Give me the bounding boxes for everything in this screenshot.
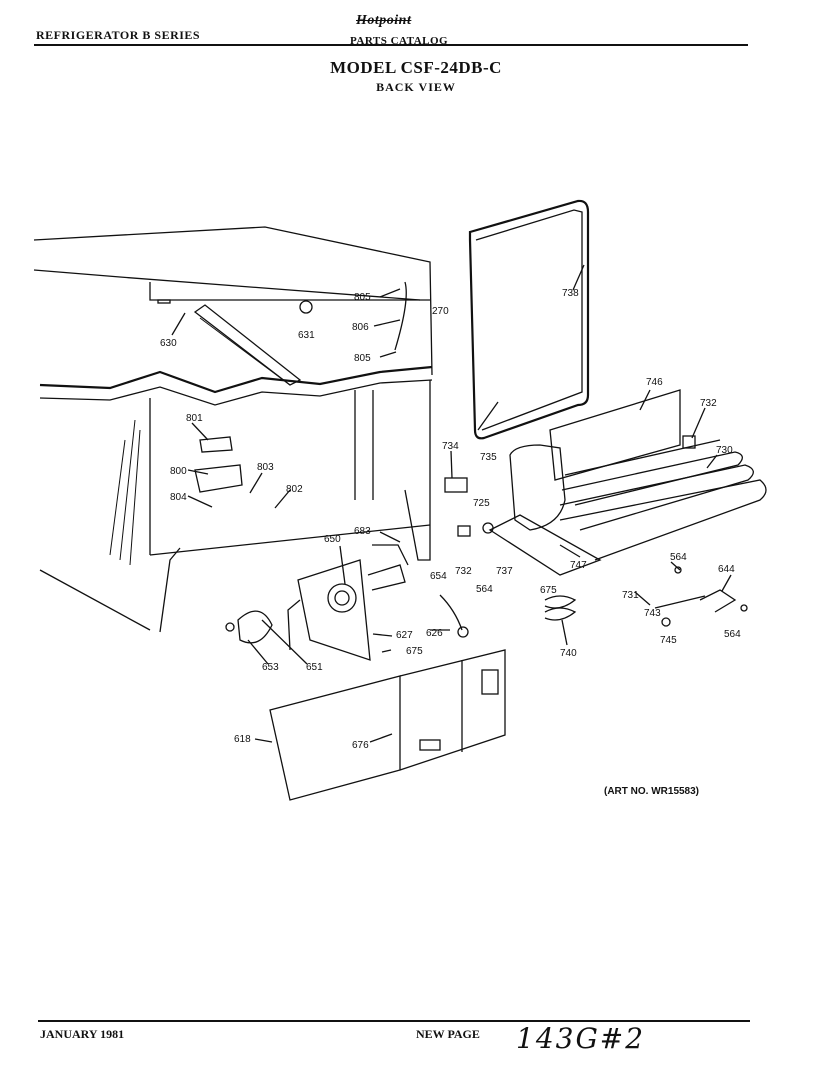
callout-650: 650 [324, 534, 341, 545]
callout-653: 653 [262, 662, 279, 673]
callout-804: 804 [170, 492, 187, 503]
callout-564-center: 564 [476, 584, 493, 595]
callout-654: 654 [430, 571, 447, 582]
callout-564-lower-right: 564 [724, 629, 741, 640]
art-number: (ART NO. WR15583) [604, 786, 700, 797]
callout-270: 270 [432, 306, 449, 317]
callout-801: 801 [186, 413, 203, 424]
leader-lines [171, 264, 732, 743]
callout-630: 630 [160, 338, 177, 349]
cabinet-drawing [33, 226, 433, 633]
header-rule [34, 44, 748, 46]
callout-805-lower: 805 [354, 353, 371, 364]
callout-627: 627 [396, 630, 413, 641]
handwritten-annotation: 143G#2 [516, 1022, 646, 1055]
small-parts-drawing [194, 281, 748, 627]
callout-743: 743 [644, 608, 661, 619]
brand-logo: Hotpoint [356, 13, 412, 28]
callout-738: 738 [562, 288, 579, 299]
view-subtitle: BACK VIEW [376, 80, 456, 94]
callout-732-right: 732 [700, 398, 717, 409]
callout-746: 746 [646, 377, 663, 388]
publication-date: JANUARY 1981 [40, 1027, 125, 1041]
callout-683: 683 [354, 526, 371, 537]
fan-motor-drawing [225, 544, 469, 661]
new-page-label: NEW PAGE [416, 1027, 480, 1041]
callout-725: 725 [473, 498, 490, 509]
access-panel-drawing [269, 649, 506, 801]
callout-805-upper: 805 [354, 292, 371, 303]
callout-675-right: 675 [540, 585, 557, 596]
callout-731: 731 [622, 590, 639, 601]
callout-564-upper-right: 564 [670, 552, 687, 563]
callout-747: 747 [570, 560, 587, 571]
callout-644: 644 [718, 564, 735, 575]
callout-806: 806 [352, 322, 369, 333]
callout-618: 618 [234, 734, 251, 745]
callout-651: 651 [306, 662, 323, 673]
callout-626: 626 [426, 628, 443, 639]
callout-803: 803 [257, 462, 274, 473]
callout-732-left: 732 [455, 566, 472, 577]
callout-675-left: 675 [406, 646, 423, 657]
callout-734: 734 [442, 441, 459, 452]
callout-745: 745 [660, 635, 677, 646]
callout-737: 737 [496, 566, 513, 577]
catalog-series-heading: REFRIGERATOR B SERIES [36, 28, 201, 42]
callout-730: 730 [716, 445, 733, 456]
callout-735: 735 [480, 452, 497, 463]
model-title: MODEL CSF-24DB-C [330, 58, 502, 77]
callout-676: 676 [352, 740, 369, 751]
condenser-drawing [444, 389, 767, 576]
gasket-frame-drawing [468, 199, 590, 440]
callout-800: 800 [170, 466, 187, 477]
callout-740: 740 [560, 648, 577, 659]
footer-rule [38, 1020, 750, 1022]
callout-631: 631 [298, 330, 315, 341]
part-callouts: 805 270 738 630 631 806 805 746 732 801 … [160, 288, 741, 751]
callout-802: 802 [286, 484, 303, 495]
